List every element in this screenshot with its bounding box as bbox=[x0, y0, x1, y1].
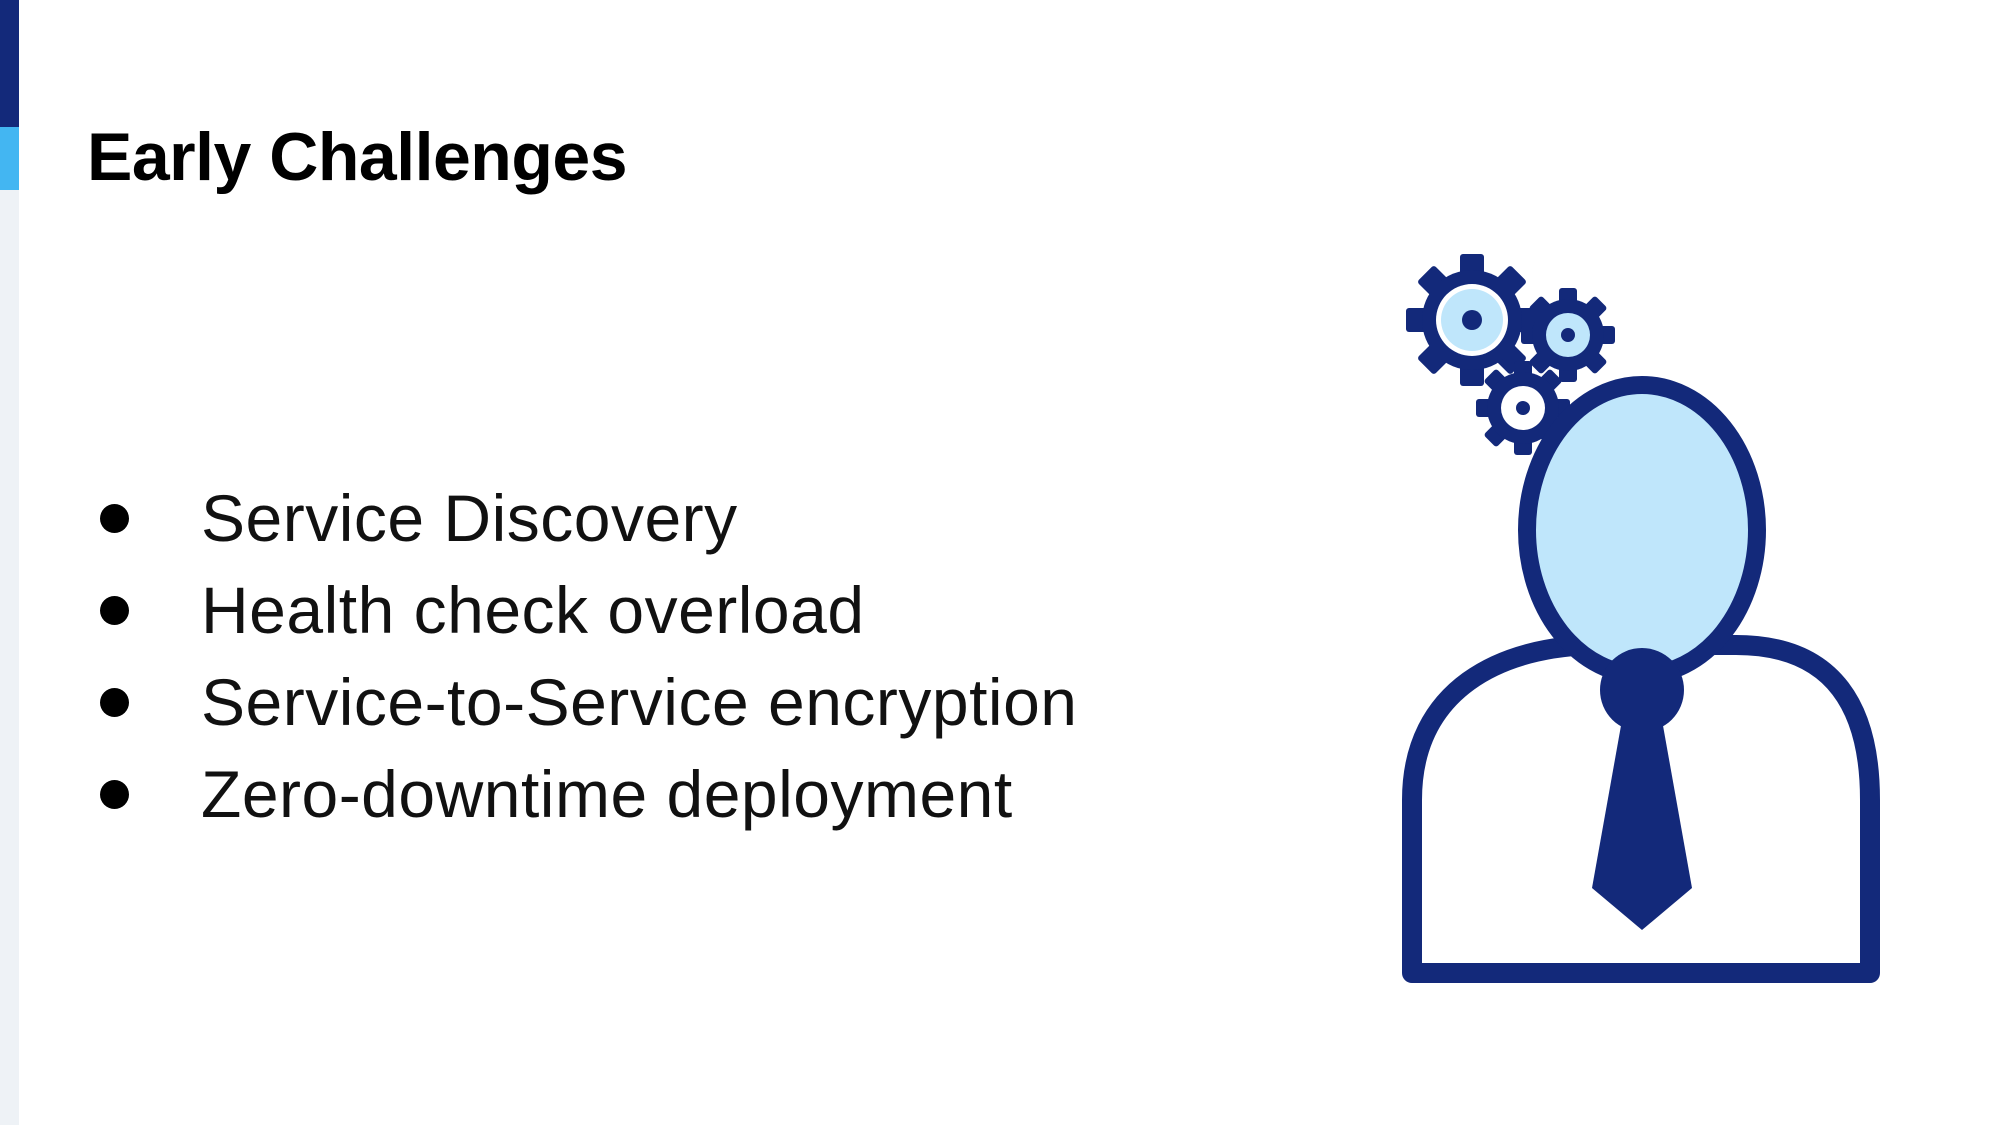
bullet-item: Health check overload bbox=[100, 564, 1078, 656]
bullet-item: Service Discovery bbox=[100, 472, 1078, 564]
bullet-list: Service Discovery Health check overload … bbox=[100, 472, 1078, 840]
tie-knot bbox=[1600, 648, 1684, 732]
head bbox=[1518, 376, 1766, 684]
rail-dark-segment bbox=[0, 0, 19, 127]
slide-title: Early Challenges bbox=[87, 119, 628, 195]
rail-light-segment bbox=[0, 127, 19, 190]
gear-icon bbox=[1476, 361, 1570, 455]
person-with-gears-icon bbox=[1402, 254, 1880, 983]
bullet-item: Service-to-Service encryption bbox=[100, 656, 1078, 748]
gear-icon bbox=[1406, 254, 1538, 386]
tie bbox=[1592, 720, 1692, 930]
bullet-item: Zero-downtime deployment bbox=[100, 748, 1078, 840]
bullet-text: Health check overload bbox=[201, 573, 865, 647]
bullet-text: Service-to-Service encryption bbox=[201, 665, 1078, 739]
bullet-text: Service Discovery bbox=[201, 481, 738, 555]
left-accent-rail bbox=[0, 0, 19, 1125]
bullet-dot-icon bbox=[100, 779, 129, 809]
bullet-dot-icon bbox=[100, 595, 129, 625]
gear-icon bbox=[1521, 288, 1615, 382]
bullet-dot-icon bbox=[100, 687, 129, 717]
bullet-text: Zero-downtime deployment bbox=[201, 757, 1013, 831]
bullet-dot-icon bbox=[100, 503, 129, 533]
